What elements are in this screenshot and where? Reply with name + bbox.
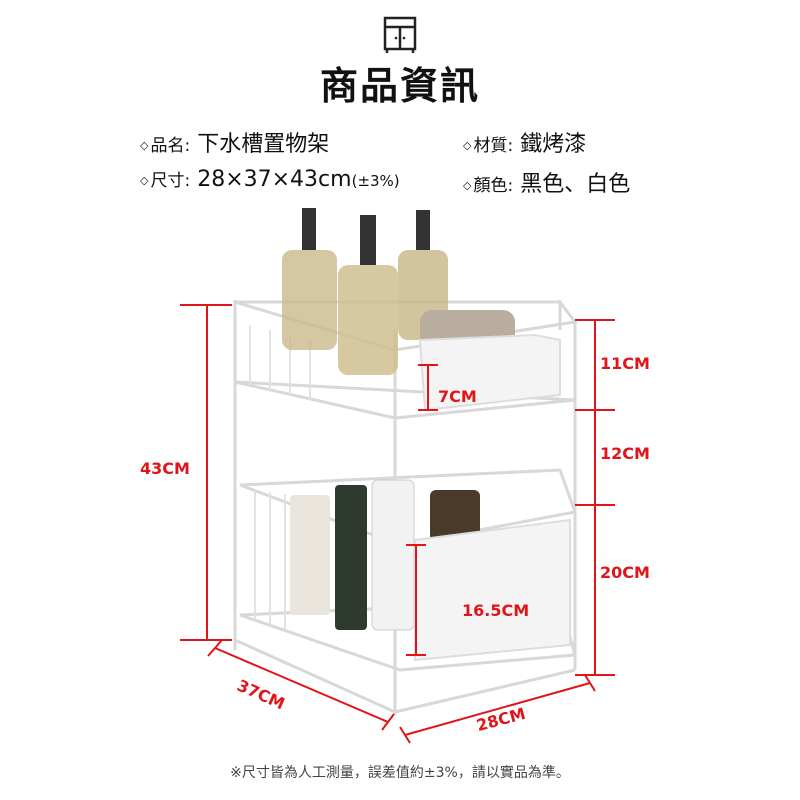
dimension-gap: 12CM (600, 444, 650, 463)
measurement-note: ※尺寸皆為人工測量，誤差值約±3%，請以實品為準。 (230, 765, 570, 781)
dimension-lines (180, 304, 615, 744)
dimension-height: 43CM (140, 459, 190, 478)
dimension-bottom-tier: 20CM (600, 563, 650, 582)
spec-color: ◇顏色: 黑色、白色 (463, 172, 631, 197)
spec-material: ◇材質: 鐵烤漆 (463, 132, 587, 157)
dimension-top-basket: 7CM (438, 387, 477, 406)
cabinet-icon (383, 16, 417, 53)
dimension-top-tier: 11CM (600, 354, 650, 373)
page-title: 商品資訊 (319, 64, 480, 108)
spec-name: ◇品名: 下水槽置物架 (140, 132, 330, 157)
dimension-bottom-basket: 16.5CM (462, 601, 530, 620)
spec-size: ◇尺寸: 28×37×43cm(±3%) (140, 167, 400, 192)
